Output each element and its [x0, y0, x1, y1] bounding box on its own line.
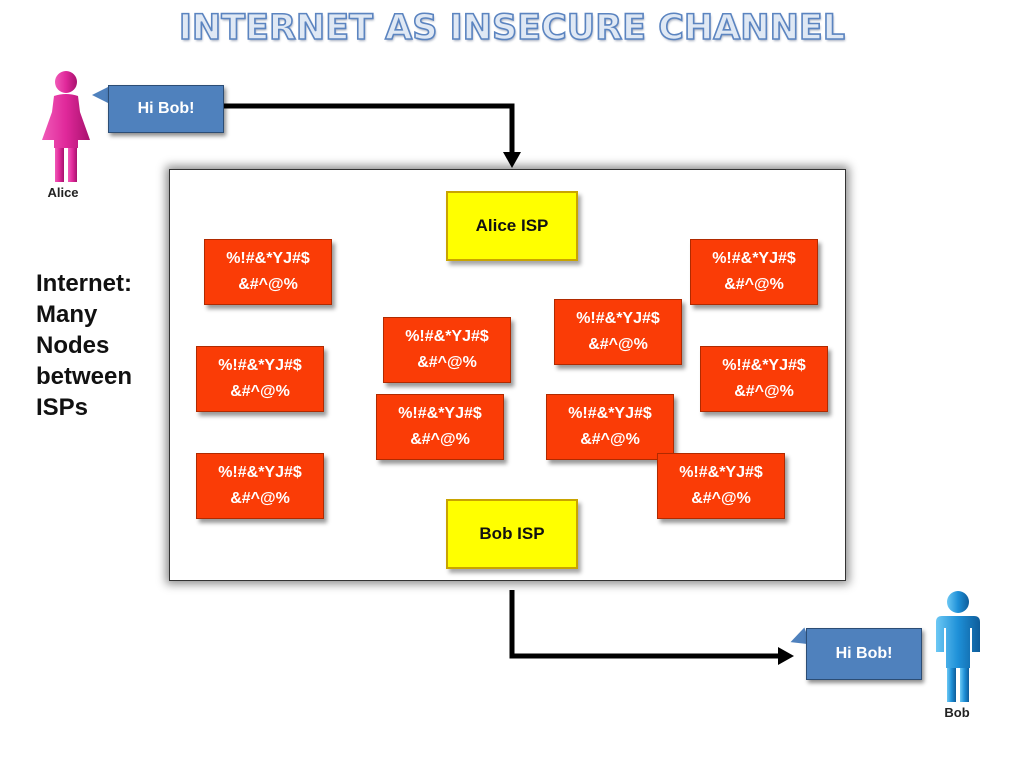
node-line: %!#&*YJ#$: [576, 310, 660, 327]
internet-description: Internet: Many Nodes between ISPs: [36, 268, 156, 423]
node-line: &#^@%: [580, 431, 640, 448]
side-label-line: between: [36, 363, 133, 390]
bob-message-bubble: Hi Bob!: [806, 628, 922, 680]
bob-isp: Bob ISP: [446, 499, 578, 569]
internet-node: %!#&*YJ#$ &#^@%: [196, 453, 324, 519]
internet-node: %!#&*YJ#$ &#^@%: [690, 239, 818, 305]
node-line: &#^@%: [238, 276, 298, 293]
side-label-line: ISPs: [36, 394, 89, 421]
internet-node: %!#&*YJ#$ &#^@%: [554, 299, 682, 365]
node-line: %!#&*YJ#$: [568, 405, 652, 422]
node-line: &#^@%: [410, 431, 470, 448]
node-line: &#^@%: [724, 276, 784, 293]
internet-node: %!#&*YJ#$ &#^@%: [196, 346, 324, 412]
internet-node: %!#&*YJ#$ &#^@%: [204, 239, 332, 305]
bob-figure-icon: [930, 588, 986, 704]
node-line: &#^@%: [230, 490, 290, 507]
internet-node: %!#&*YJ#$ &#^@%: [546, 394, 674, 460]
node-line: %!#&*YJ#$: [218, 357, 302, 374]
node-line: %!#&*YJ#$: [218, 464, 302, 481]
node-line: &#^@%: [230, 383, 290, 400]
arrow-alice-to-isp: [222, 103, 515, 156]
alice-isp: Alice ISP: [446, 191, 578, 261]
alice-label: Alice: [47, 185, 79, 200]
node-line: %!#&*YJ#$: [226, 250, 310, 267]
alice-bubble-tail: [92, 86, 110, 104]
internet-node: %!#&*YJ#$ &#^@%: [376, 394, 504, 460]
slide-title: INTERNET AS INSECURE CHANNEL: [178, 7, 846, 49]
alice-message-bubble: Hi Bob!: [108, 85, 224, 133]
internet-node: %!#&*YJ#$ &#^@%: [657, 453, 785, 519]
node-line: %!#&*YJ#$: [405, 328, 489, 345]
node-line: &#^@%: [588, 336, 648, 353]
node-line: %!#&*YJ#$: [398, 405, 482, 422]
arrow-isp-to-bob: [509, 590, 782, 659]
node-line: %!#&*YJ#$: [712, 250, 796, 267]
side-label-line: Nodes: [36, 332, 110, 359]
arrowhead-right: [778, 647, 794, 665]
alice-figure-icon: [38, 68, 94, 184]
internet-node: %!#&*YJ#$ &#^@%: [700, 346, 828, 412]
node-line: %!#&*YJ#$: [722, 357, 806, 374]
node-line: &#^@%: [691, 490, 751, 507]
bob-label: Bob: [944, 705, 970, 720]
side-label-line: Many: [36, 301, 98, 328]
node-line: %!#&*YJ#$: [679, 464, 763, 481]
node-line: &#^@%: [734, 383, 794, 400]
side-label-line: Internet:: [36, 270, 132, 297]
node-line: &#^@%: [417, 354, 477, 371]
arrowhead-down: [503, 152, 521, 168]
internet-node: %!#&*YJ#$ &#^@%: [383, 317, 511, 383]
